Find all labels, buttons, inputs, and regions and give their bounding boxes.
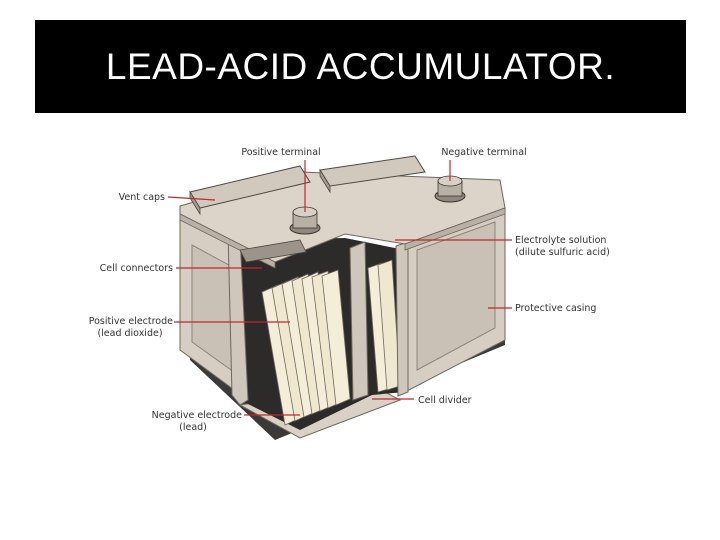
label-cell-divider: Cell divider <box>418 395 472 406</box>
title-bar: LEAD-ACID ACCUMULATOR. <box>35 20 686 113</box>
label-positive-terminal: Positive terminal <box>241 147 320 158</box>
label-positive-electrode-2: (lead dioxide) <box>97 328 162 339</box>
label-protective-casing: Protective casing <box>515 303 596 314</box>
label-electrolyte-1: Electrolyte solution <box>515 235 606 246</box>
label-negative-terminal: Negative terminal <box>441 147 526 158</box>
diagram-labels: Positive terminal Negative terminal Vent… <box>89 147 610 433</box>
label-positive-electrode-1: Positive electrode <box>89 316 173 327</box>
electrode-plates <box>261 259 401 426</box>
label-negative-electrode-1: Negative electrode <box>152 410 242 421</box>
label-electrolyte-2: (dilute sulfuric acid) <box>515 247 610 258</box>
vent-cap-right-front <box>319 168 331 194</box>
label-cell-connectors: Cell connectors <box>100 263 173 274</box>
vent-cap-left-front <box>189 190 201 216</box>
plate <box>321 269 351 406</box>
slide-title: LEAD-ACID ACCUMULATOR. <box>105 45 616 87</box>
label-negative-electrode-2: (lead) <box>179 422 207 433</box>
casing-right-panel <box>416 221 496 371</box>
cutaway-wall-right <box>395 241 409 397</box>
battery-illustration <box>179 155 506 440</box>
leader-vent-caps <box>167 196 216 201</box>
label-vent-caps: Vent caps <box>119 192 165 203</box>
leader-lines <box>167 160 512 416</box>
cell-divider-wall <box>349 241 369 401</box>
cell-connector-strap <box>239 239 307 263</box>
